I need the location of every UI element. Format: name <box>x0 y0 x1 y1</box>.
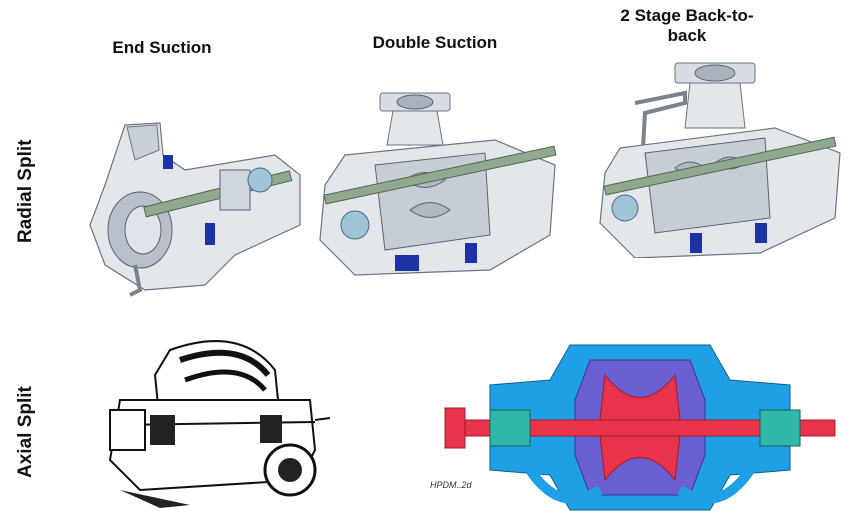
axial-split-pump-line-drawing <box>108 340 330 508</box>
row-header-axial-split: Axial Split <box>15 386 36 478</box>
double-suction-pump-illustration <box>319 92 557 276</box>
end-suction-pump-illustration <box>89 122 301 297</box>
axial-split-sectional-drawing <box>444 344 836 511</box>
row-header-radial-split: Radial Split <box>15 139 36 243</box>
column-header-two-stage: 2 Stage Back-to-back <box>620 6 754 45</box>
column-header-double-suction: Double Suction <box>372 33 498 52</box>
two-stage-pump-illustration <box>599 62 841 258</box>
drawing-reference-note: HPDM..2d <box>430 480 472 490</box>
column-header-end-suction: End Suction <box>112 38 212 57</box>
